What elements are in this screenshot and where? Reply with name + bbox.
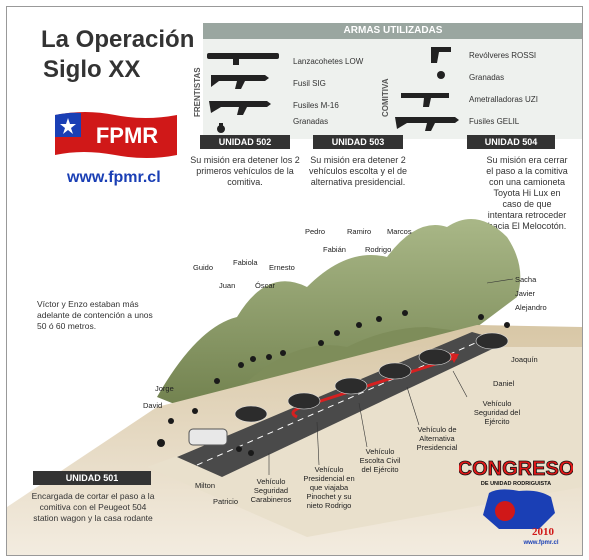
congreso-url: www.fpmr.cl — [522, 540, 558, 546]
rocket-launcher-icon — [207, 53, 279, 59]
label-sacha: Sacha — [515, 275, 537, 284]
label-ernesto: Ernesto — [269, 263, 295, 272]
label-fabiola: Fabiola — [233, 258, 258, 267]
weapon-left-1: Lanzacohetes LOW — [293, 57, 364, 66]
congreso-logo: CONGRESO DE UNIDAD RODRIGUISTA 2010 www.… — [459, 458, 573, 546]
label-vehicle-carabineros: Vehículo Seguridad Carabineros — [250, 477, 292, 504]
car-icon — [287, 392, 321, 410]
congreso-title: CONGRESO — [459, 458, 573, 480]
infographic: La Operación Siglo XX FPMR www.fpmr.cl A… — [6, 6, 583, 556]
label-pedro: Pedro — [305, 227, 326, 236]
congreso-year: 2010 — [532, 526, 555, 538]
label-juan: Juan — [219, 281, 236, 290]
rifle-m16-icon — [209, 101, 271, 115]
weapon-left-2: Fusil SIG — [293, 79, 326, 88]
rifle-gelil-icon — [395, 117, 459, 131]
weapon-left-3: Fusiles M-16 — [293, 101, 339, 110]
fpmr-url[interactable]: www.fpmr.cl — [67, 169, 161, 186]
label-ramiro: Ramiro — [347, 227, 372, 236]
camper-van-icon — [188, 428, 228, 446]
grenade-icon — [217, 125, 225, 133]
car-icon — [418, 348, 452, 366]
label-vehicle-escolta: Vehículo Escolta Civil del Ejército — [359, 447, 401, 474]
weapons-group-left: FRENTISTAS — [193, 67, 202, 117]
congreso-subtitle: DE UNIDAD RODRIGUISTA — [481, 481, 551, 487]
car-icon — [334, 377, 368, 395]
fpmr-logo-text: FPMR — [96, 123, 158, 148]
label-jorge: Jorge — [155, 384, 174, 393]
fpmr-flag-logo: FPMR — [55, 112, 177, 158]
weapon-right-3: Ametralladoras UZI — [469, 95, 538, 104]
congreso-figure-icon — [483, 489, 555, 529]
car-icon — [378, 362, 412, 380]
grenade-icon — [437, 71, 445, 79]
weapon-right-2: Granadas — [469, 73, 505, 82]
label-vehicle-presidencial: Vehículo Presidencial en que viajaba Pin… — [303, 465, 355, 510]
label-joaquin: Joaquín — [511, 355, 538, 364]
unit-504-header: UNIDAD 504 — [467, 135, 555, 149]
weapon-right-4: Fusiles GELIL — [469, 117, 520, 126]
unit-502-text: Su misión era detener los 2 primeros veh… — [190, 155, 300, 187]
label-david: David — [143, 401, 163, 410]
unit-504-text: Su misión era cerrar el paso a la comiti… — [486, 155, 568, 231]
unit-502-header: UNIDAD 502 — [200, 135, 290, 149]
weapons-header: ARMAS UTILIZADAS — [203, 23, 582, 39]
weapon-right-1: Revólveres ROSSI — [469, 51, 537, 60]
right-weapons-icons — [395, 47, 459, 131]
label-marcos: Marcos — [387, 227, 412, 236]
left-weapons-icons — [207, 53, 279, 133]
label-fabian: Fabián — [323, 245, 346, 254]
car-icon — [234, 405, 268, 423]
unit-501-header: UNIDAD 501 — [33, 471, 151, 485]
revolver-icon — [431, 47, 451, 63]
label-oscar: Óscar — [255, 281, 276, 290]
pickup-truck-icon — [475, 332, 509, 350]
landscape-illustration — [7, 219, 582, 555]
label-vehicle-seguridad-ejercito: Vehículo Seguridad del Ejército — [473, 399, 521, 426]
label-guido: Guido — [193, 263, 214, 272]
label-rodrigo: Rodrigo — [365, 245, 392, 254]
label-vehicle-alternativa: Vehículo de Alternativa Presidencial — [416, 425, 458, 452]
uzi-icon — [401, 93, 449, 107]
note-victor-enzo: Víctor y Enzo estaban más adelante de co… — [37, 299, 153, 331]
label-daniel: Daniel — [493, 379, 515, 388]
label-milton: Milton — [195, 481, 216, 490]
unit-503-text: Su misión era detener 2 vehículos escolt… — [308, 155, 408, 187]
label-patricio: Patricio — [213, 497, 239, 506]
weapon-left-4: Granadas — [293, 117, 329, 126]
page-title: La Operación Siglo XX — [41, 26, 195, 83]
label-javier: Javier — [515, 289, 536, 298]
unit-503-header: UNIDAD 503 — [313, 135, 403, 149]
unit-501-text: Encargada de cortar el paso a la comitiv… — [31, 491, 155, 523]
label-alejandro: Alejandro — [515, 303, 547, 312]
weapons-group-right: COMITIVA — [381, 78, 390, 117]
rifle-sig-icon — [211, 75, 269, 89]
mountain-range — [157, 219, 521, 417]
